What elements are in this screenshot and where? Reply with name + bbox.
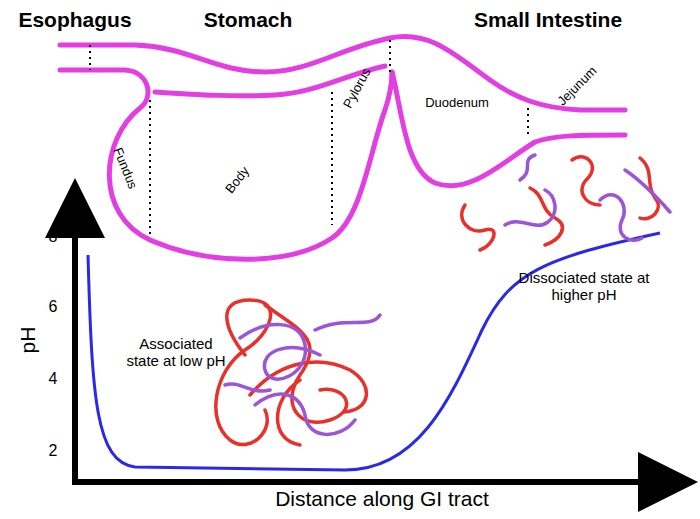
state-note: Dissociated state at higher pH bbox=[517, 269, 652, 304]
protein-tangle bbox=[216, 300, 380, 445]
dissociated-strands bbox=[462, 155, 670, 250]
region-heading: Small Intestine bbox=[474, 8, 622, 32]
part-name: Fundus bbox=[110, 145, 140, 191]
ph-curve bbox=[88, 233, 660, 470]
tick-label: 6 bbox=[49, 298, 58, 316]
gi-tract-outline bbox=[60, 36, 625, 259]
tick-label: 4 bbox=[49, 370, 58, 388]
part-name: Body bbox=[223, 164, 253, 197]
part-name: Jejunum bbox=[555, 63, 600, 108]
state-note: Associated state at low pH bbox=[121, 335, 231, 370]
part-name: Pylorus bbox=[341, 65, 375, 110]
chart-axes bbox=[72, 208, 668, 485]
tick-label: 2 bbox=[49, 442, 58, 460]
tick-label: 8 bbox=[49, 228, 58, 246]
region-heading: Esophagus bbox=[18, 8, 131, 32]
axis-title: Distance along GI tract bbox=[275, 487, 489, 511]
part-name: Duodenum bbox=[425, 96, 489, 111]
axis-title: pH bbox=[16, 327, 40, 354]
region-heading: Stomach bbox=[204, 8, 293, 32]
